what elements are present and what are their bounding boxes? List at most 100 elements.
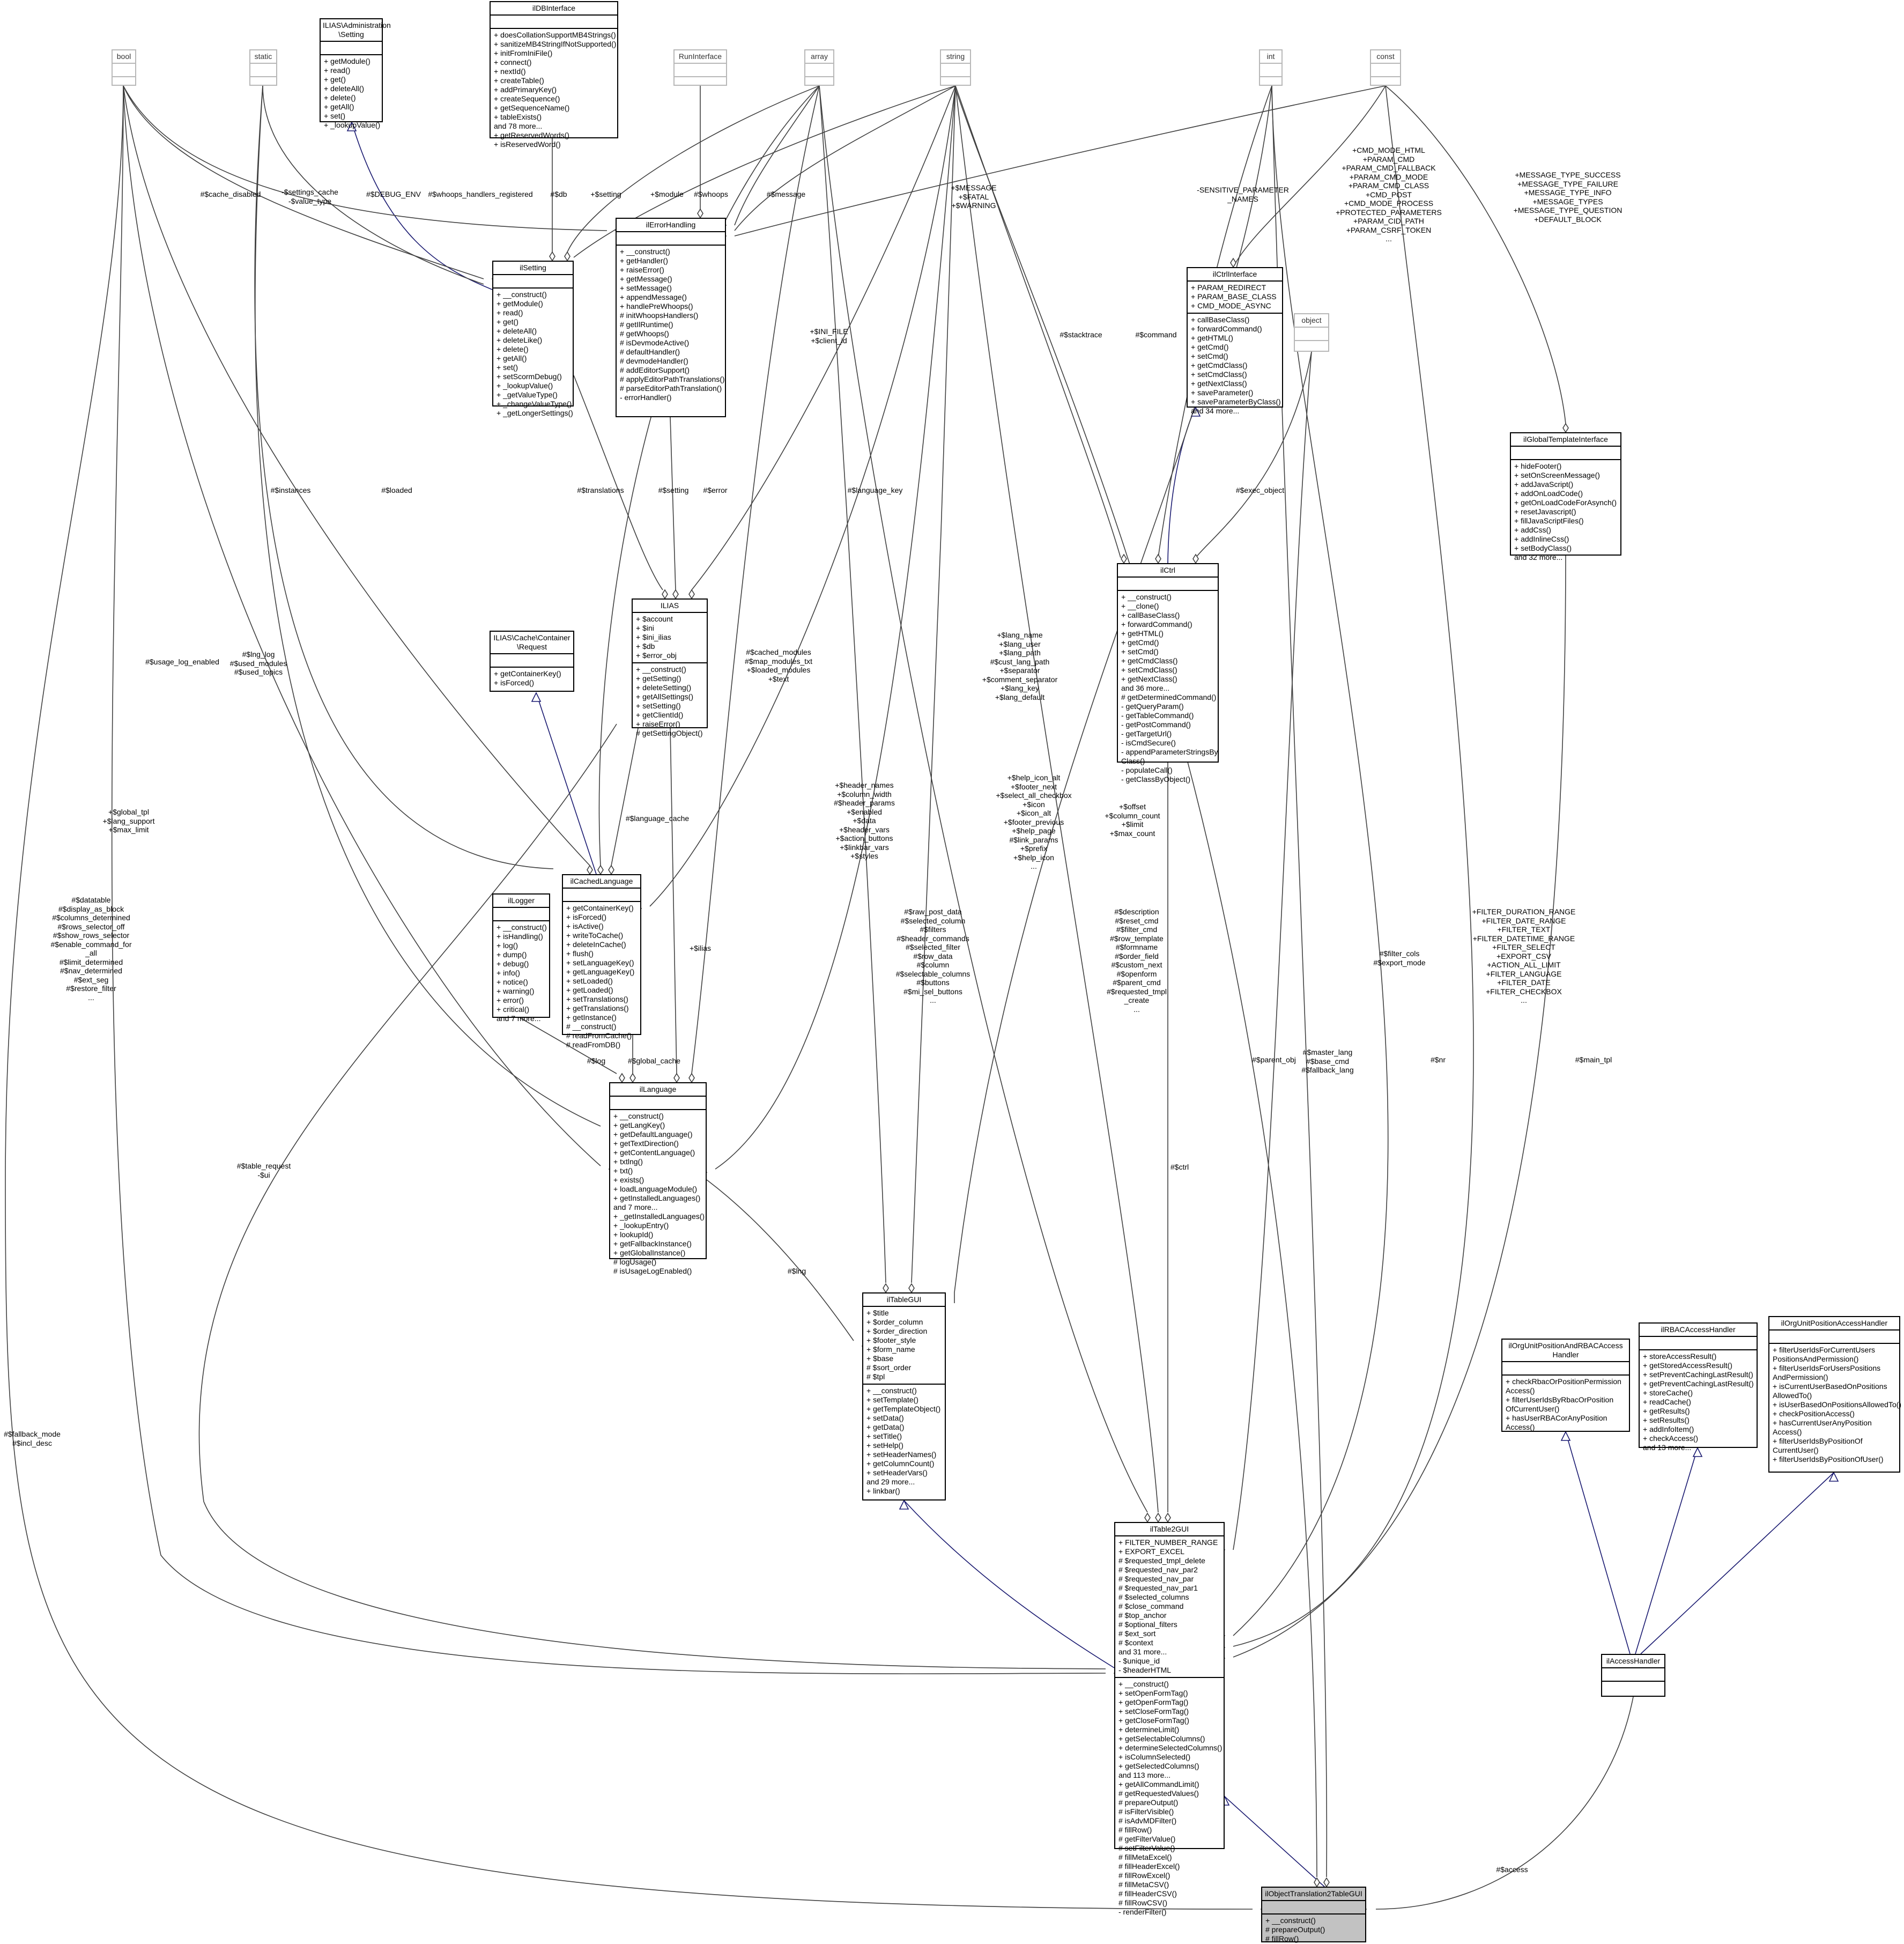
assoc-bool-illanguage — [123, 85, 601, 1166]
edge-label-header-names: +$header_names +$column_width #$header_p… — [834, 781, 895, 860]
assoc-const-tpl — [1385, 85, 1566, 424]
class-node-ilctrl: ilCtrl+ __construct() + __clone() + call… — [1117, 563, 1219, 783]
aggregation-diamond — [697, 208, 703, 219]
class-title: ilTable2GUI — [1150, 1525, 1189, 1533]
edge-label-lng: #$lng — [787, 1267, 806, 1275]
assoc-string-ilerr — [734, 85, 956, 231]
methods: + __construct() + __clone() + callBaseCl… — [1118, 590, 1218, 786]
methods: + __construct() + setTemplate() + getTem… — [863, 1384, 945, 1498]
edge-label-setting-plus: +$setting — [590, 190, 621, 198]
class-node-ilerrorhandling: ilErrorHandling+ __construct() + getHand… — [616, 218, 726, 417]
methods — [675, 76, 726, 90]
aggregation-diamond — [1121, 553, 1127, 564]
class-node-string: string — [940, 49, 971, 86]
class-title: bool — [116, 52, 131, 61]
edge-label-table-request: #$table_request -$ui — [236, 1162, 291, 1179]
methods — [250, 76, 276, 90]
assoc-int-iltable2gui — [1233, 85, 1389, 1636]
assoc-const-ilerr — [734, 85, 1386, 236]
edge-label-exec-object: #$exec_object — [1235, 486, 1285, 494]
aggregation-diamond — [673, 1073, 680, 1083]
methods — [1371, 76, 1400, 90]
attributes — [1118, 576, 1218, 590]
aggregation-diamond — [688, 589, 695, 600]
edge-label-stacktrace: #$stacktrace — [1060, 330, 1102, 339]
attributes — [491, 653, 573, 667]
class-node-ilsetting: ilSetting+ __construct() + getModule() +… — [492, 261, 574, 417]
edge-label-whoops-registered: #$whoops_handlers_registered — [428, 190, 533, 198]
class-title: object — [1301, 316, 1322, 324]
attributes — [563, 888, 640, 901]
methods — [1602, 1681, 1664, 1694]
methods: + doesCollationSupportMB4Strings() + san… — [491, 28, 617, 151]
class-node-ilrbacaccesshandler: ilRBACAccessHandler+ storeAccessResult()… — [1639, 1322, 1758, 1452]
attributes — [1371, 63, 1400, 76]
assoc-string-ilcached — [649, 85, 956, 907]
class-title: RunInterface — [678, 52, 722, 61]
edge-label-loaded: #$loaded — [381, 486, 412, 494]
assoc-illanguage-iltablegui — [706, 1179, 854, 1341]
class-node-iltablegui: ilTableGUI+ $title + $order_column + $or… — [862, 1292, 946, 1500]
aggregation-diamond — [662, 589, 668, 600]
edge-label-db: #$db — [550, 190, 567, 198]
attributes — [1260, 63, 1281, 76]
assoc-bool-target — [5, 85, 1253, 1910]
class-title: const — [1376, 52, 1395, 61]
class-node-ilaccesshandler: ilAccessHandler — [1601, 1654, 1665, 1697]
methods: + callBaseClass() + forwardCommand() + g… — [1188, 313, 1282, 418]
edge-label-command: #$command — [1135, 330, 1177, 339]
inheritance-arrow — [346, 121, 357, 131]
class-title: ilObjectTranslation2TableGUI — [1265, 1889, 1362, 1898]
assoc-ilias-illanguage — [670, 728, 677, 1074]
attributes — [493, 907, 549, 920]
inheritance-edge-iltable2gui-iltablegui — [903, 1500, 1115, 1668]
methods — [1260, 76, 1281, 90]
aggregation-diamond — [597, 864, 604, 875]
assoc-bool-ilcached — [123, 85, 590, 866]
class-node-object: object — [1294, 313, 1329, 352]
class-node-runinterface: RunInterface — [673, 49, 727, 86]
attributes — [675, 63, 726, 76]
assoc-bool-ilsetting — [123, 85, 484, 279]
aggregation-diamond — [883, 1283, 889, 1293]
class-title: ilAccessHandler — [1606, 1657, 1661, 1665]
methods — [1295, 340, 1328, 353]
edge-label-message: #$message — [766, 190, 806, 198]
assoc-array-illanguage — [691, 85, 820, 1074]
assoc-static-ilcached — [254, 85, 554, 869]
class-title: ilLanguage — [639, 1085, 677, 1093]
methods: + __construct() + getHandler() + raiseEr… — [617, 245, 725, 404]
methods: + __construct() + getModule() + read() +… — [493, 287, 573, 420]
attributes — [805, 63, 833, 76]
methods — [941, 76, 970, 90]
class-title: ilOrgUnitPositionAndRBACAccess Handler — [1508, 1341, 1623, 1359]
class-node-ildbinterface: ilDBInterface + doesCollationSupportMB4St… — [490, 1, 618, 149]
assoc-object-iltable2gui — [1233, 351, 1312, 1550]
aggregation-diamond — [688, 1073, 695, 1083]
class-title: ILIAS\Cache\Container \Request — [493, 633, 571, 651]
edge-label-filter-cols: #$filter_cols #$export_mode — [1373, 949, 1426, 967]
assoc-string-ilias — [691, 85, 956, 590]
edge-label-datatable: #$datatable #$display_as_block #$columns… — [50, 896, 132, 1002]
inheritance-arrow — [1828, 1472, 1839, 1482]
methods: + getContainerKey() + isForced() — [491, 667, 573, 690]
inheritance-arrow — [1560, 1431, 1571, 1441]
class-title: ilGlobalTemplateInterface — [1523, 435, 1608, 444]
aggregation-diamond — [1155, 553, 1161, 564]
methods: + filterUserIdsForCurrentUsers Positions… — [1769, 1343, 1901, 1466]
edge-label-ini-file: +$INI_FILE +$client_id — [810, 327, 848, 345]
edge-label-setting: #$setting — [658, 486, 689, 494]
assoc-string-illanguage — [715, 85, 956, 1170]
attributes: + PARAM_REDIRECT + PARAM_BASE_CLASS + CM… — [1188, 280, 1282, 313]
assoc-ilerr-ilias — [670, 417, 676, 590]
edge-label-global-cache: #$global_cache — [627, 1056, 681, 1065]
attributes — [1511, 446, 1620, 459]
class-node-const: const — [1370, 49, 1401, 86]
assoc-static-illanguage — [255, 85, 601, 1127]
assoc-string-ilctrl-stack — [955, 85, 1121, 558]
edge-label-fallback-mode: #$fallback_mode #$incl_desc — [4, 1430, 61, 1447]
edge-label-debug-env: #$DEBUG_ENV — [366, 190, 421, 198]
class-title: ilTableGUI — [886, 1295, 922, 1304]
class-title: ilDBInterface — [532, 4, 576, 12]
assoc-ilias-ilcached — [611, 728, 639, 866]
